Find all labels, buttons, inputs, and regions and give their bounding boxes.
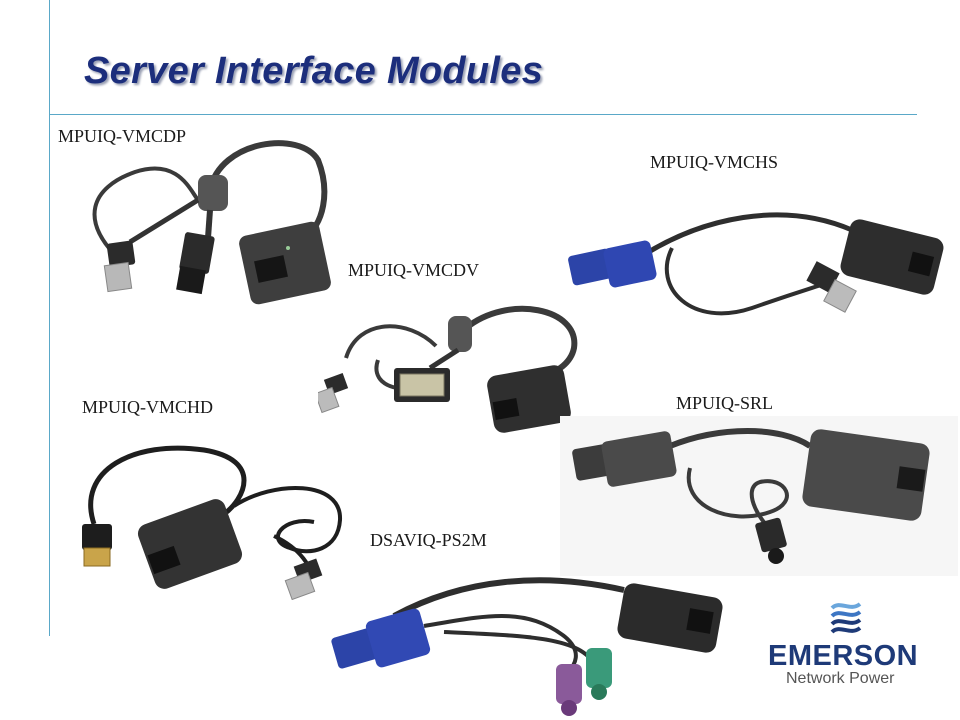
slide-title: Server Interface Modules [84, 50, 544, 92]
module-label-vmchs: MPUIQ-VMCHS [650, 152, 779, 172]
logo-wordmark: EMERSON [768, 640, 919, 672]
emerson-network-power-logo: EMERSON Network Power [766, 598, 936, 690]
emerson-wave-icon [830, 602, 862, 634]
dvi-usb-cable-module-icon [318, 298, 588, 438]
module-label-vmchd: MPUIQ-VMCHD [82, 397, 214, 417]
vertical-rule [49, 0, 50, 636]
module-label-ps2m: DSAVIQ-PS2M [370, 530, 487, 550]
vga-usb-cable-module-icon [562, 198, 958, 338]
serial-cable-module-icon [560, 416, 958, 576]
hdmi-usb-cable-module-icon [74, 440, 350, 600]
module-label-vmcdp: MPUIQ-VMCDP [58, 126, 187, 146]
title-underline [49, 114, 917, 115]
module-label-vmcdv: MPUIQ-VMCDV [348, 260, 480, 280]
logo-tagline: Network Power [786, 670, 895, 687]
displayport-usb-cable-module-icon [70, 130, 340, 310]
vga-ps2-cable-module-icon [324, 576, 728, 720]
module-label-srl: MPUIQ-SRL [676, 393, 774, 413]
